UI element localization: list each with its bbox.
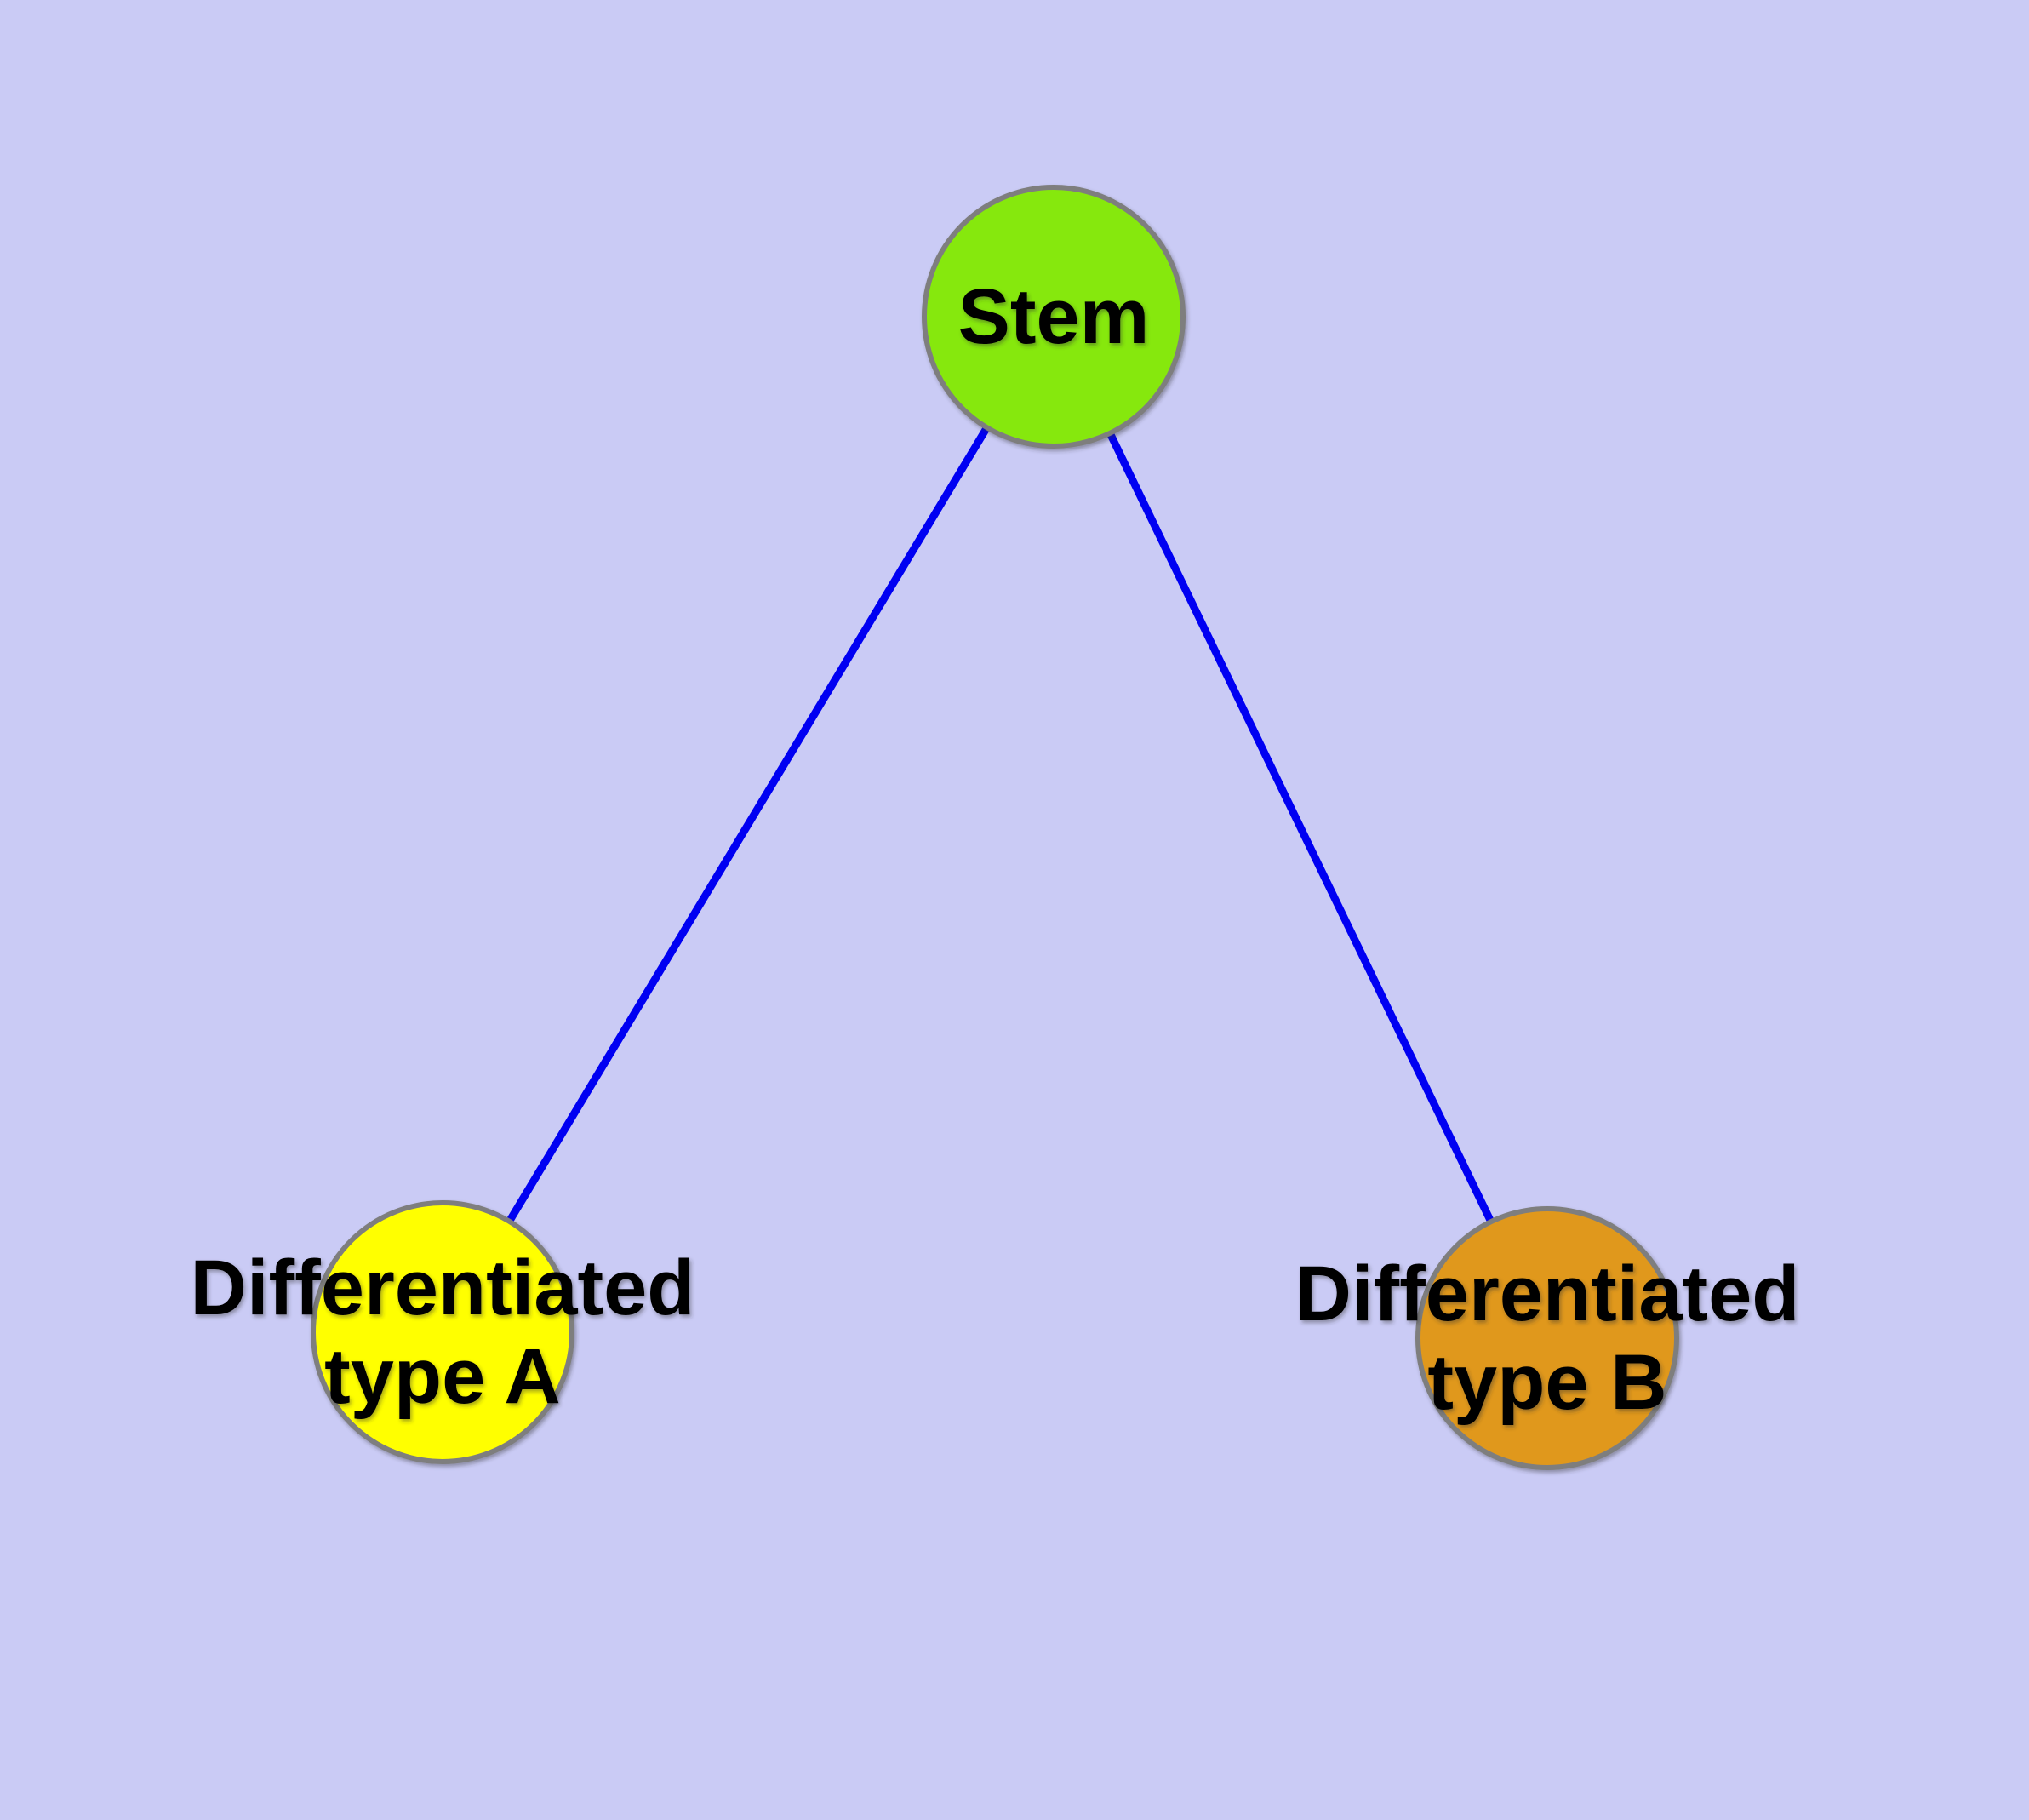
- node-stem: Stem: [922, 185, 1186, 449]
- node-differentiated-type-a-circle: [311, 1200, 574, 1464]
- node-differentiated-type-b-circle: [1415, 1206, 1679, 1470]
- node-stem-label: Stem: [958, 273, 1150, 360]
- node-differentiated-type-b-label-line-2: type B: [1427, 1339, 1666, 1426]
- node-differentiated-type-b-label-line-1: Differentiated: [1295, 1251, 1800, 1337]
- edge-stem-to-differentiated-type-a: [439, 314, 1057, 1335]
- node-differentiated-type-a-label-line-2: type A: [324, 1333, 561, 1420]
- node-stem-label-line-1: Stem: [958, 273, 1150, 360]
- edge-stem-to-differentiated-type-b: [1049, 315, 1552, 1340]
- node-stem-circle: [922, 185, 1186, 449]
- node-differentiated-type-a-label-line-1: Differentiated: [191, 1245, 695, 1331]
